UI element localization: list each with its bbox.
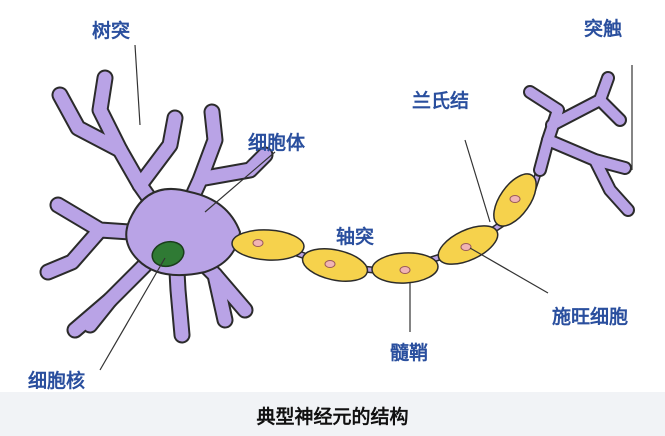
nucleus-shape	[151, 240, 185, 268]
leader-lines	[99, 44, 633, 371]
label-schwann-cell: 施旺细胞	[552, 306, 629, 328]
soma-shape	[125, 187, 242, 277]
myelin-segment	[231, 229, 305, 261]
label-myelin: 髓鞘	[390, 342, 429, 364]
caption-bar: 典型神经元的结构	[0, 392, 665, 436]
label-soma: 细胞体	[248, 132, 306, 154]
label-axon: 轴突	[336, 226, 375, 248]
label-nucleus: 细胞核	[28, 370, 86, 392]
label-node-of-ranvier: 兰氏结	[412, 90, 470, 112]
diagram-caption: 典型神经元的结构	[256, 406, 409, 428]
label-synapse: 突触	[584, 18, 623, 40]
axon-terminal	[523, 71, 635, 217]
schwann-nuclei	[252, 195, 521, 274]
neuron-diagram	[39, 44, 635, 371]
label-dendrite: 树突	[92, 20, 131, 42]
